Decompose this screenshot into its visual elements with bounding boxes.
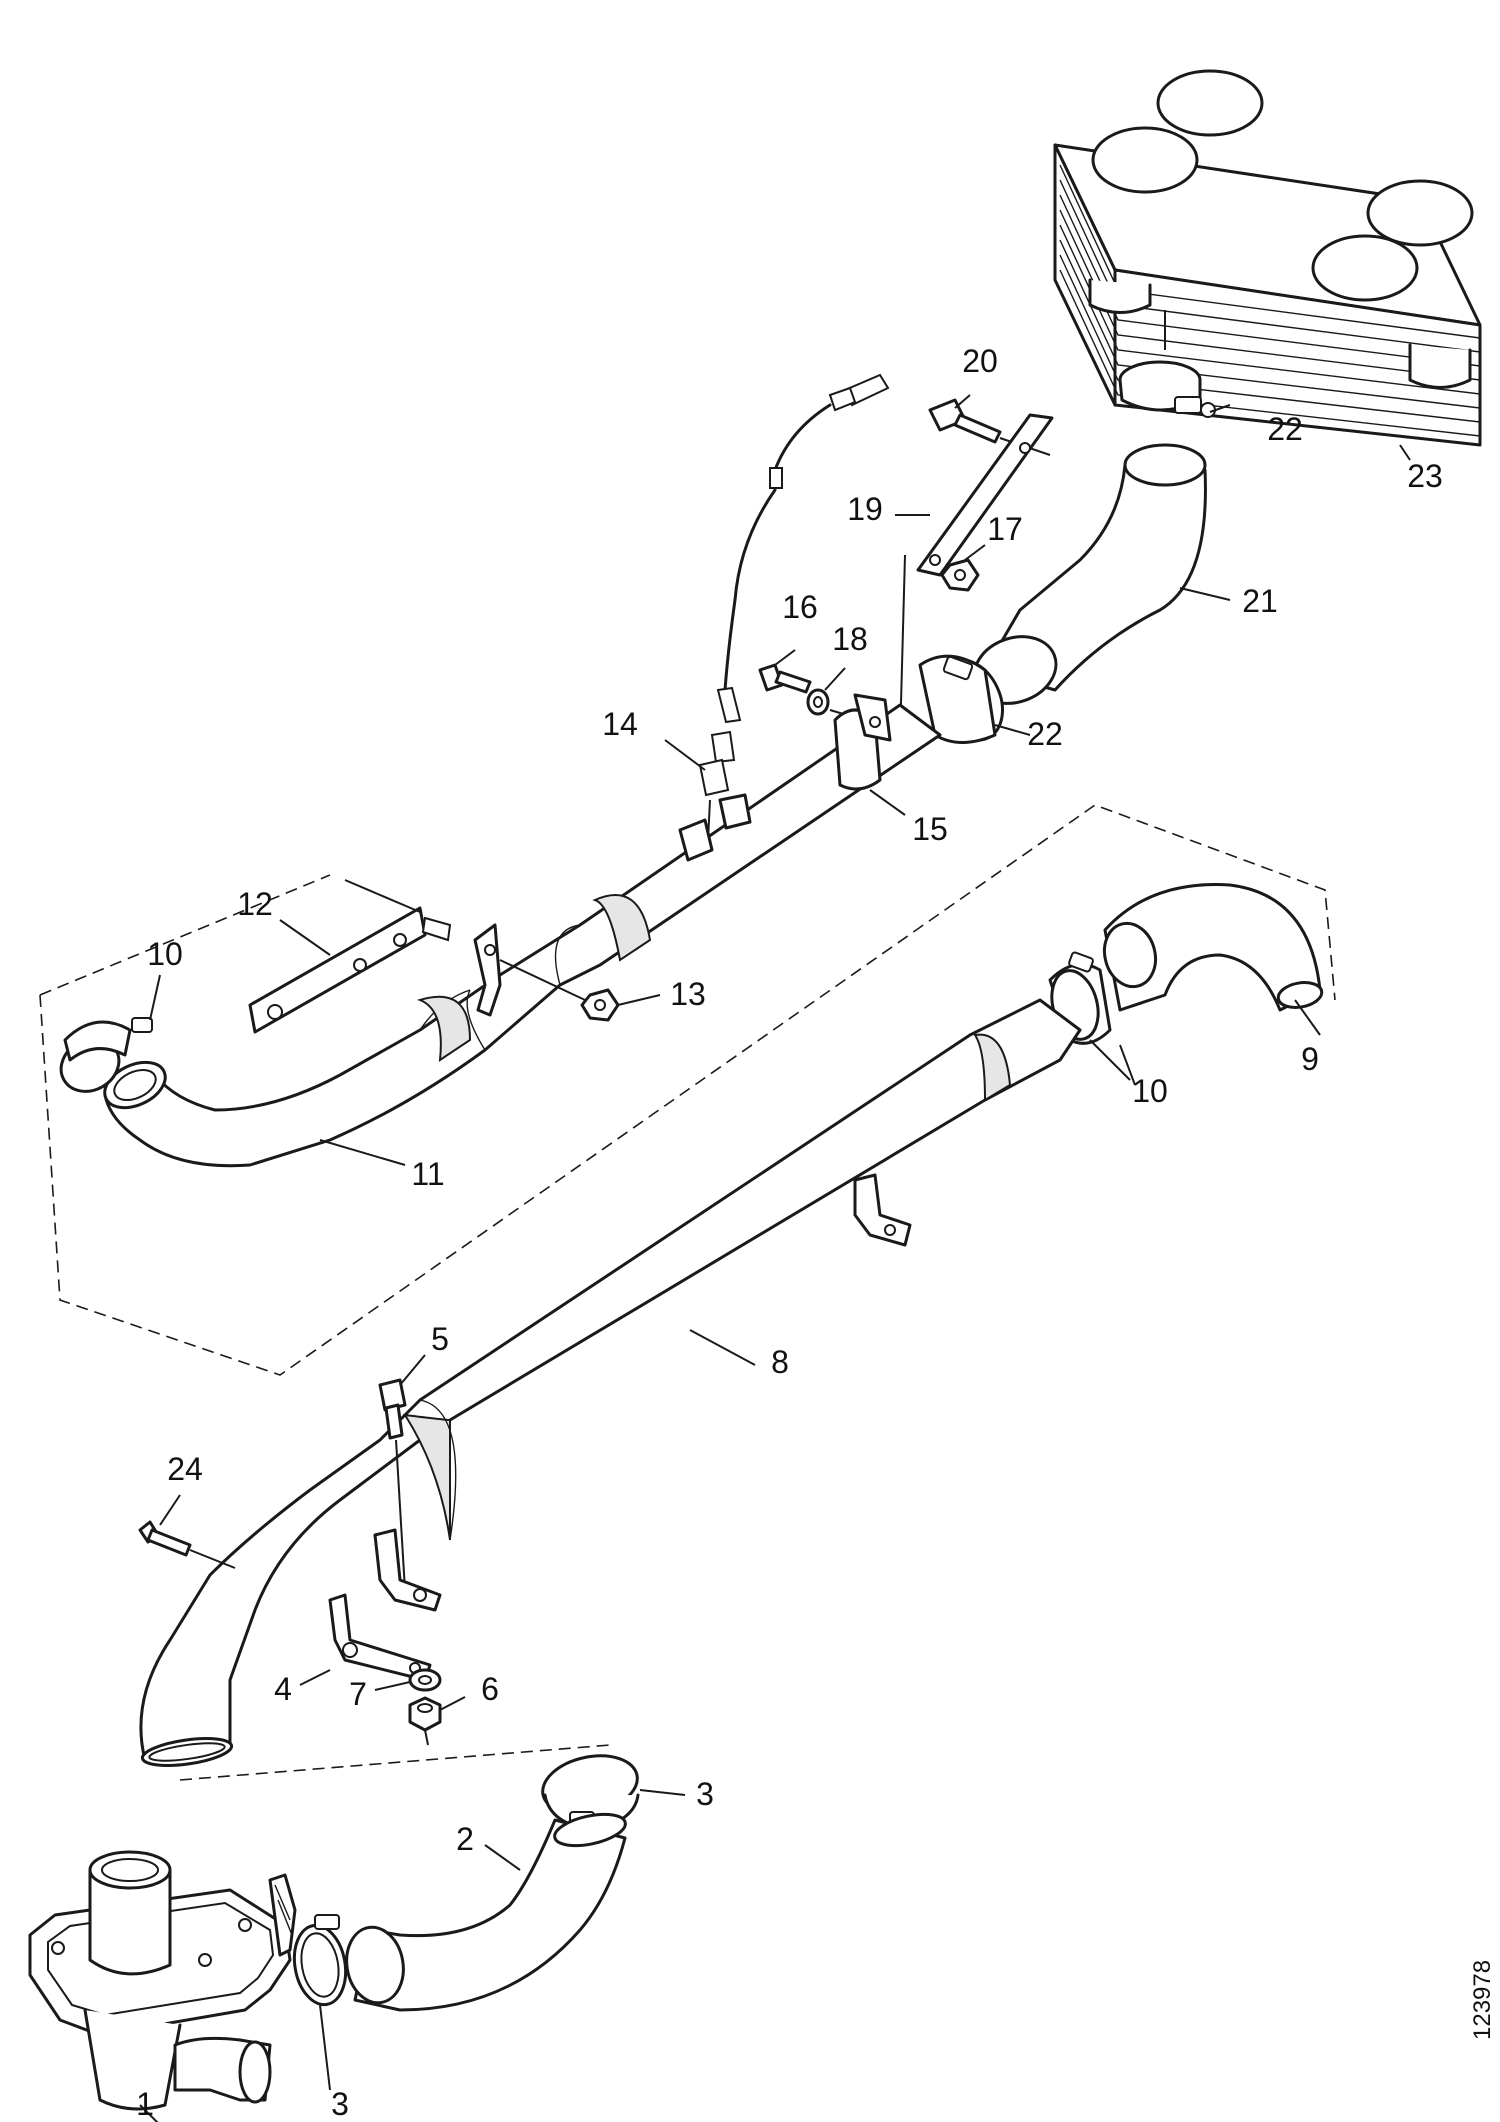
callout-20: 20 (962, 343, 998, 379)
temperature-sensor-part-14 (698, 373, 890, 841)
callout-6: 6 (481, 1671, 499, 1707)
hose-clamp-part-10-upper (59, 1017, 153, 1093)
hose-clamp-part-22-upper (1118, 360, 1216, 418)
callout-16: 16 (782, 589, 818, 625)
main-pipe-part-8 (139, 998, 1082, 1767)
cooler-part-23 (1053, 69, 1482, 447)
hose-clamp-part-10-lower (1048, 951, 1131, 1081)
nut-part-17 (940, 558, 980, 592)
sensor-boss (678, 793, 752, 862)
bolt-part-24 (138, 1520, 236, 1569)
callout-4: 4 (274, 1671, 292, 1707)
assembly-boundary-upper (39, 804, 1336, 1376)
callout-10-upper: 10 (147, 936, 183, 972)
pipe-support-bracket (473, 923, 586, 1017)
callout-21: 21 (1242, 583, 1278, 619)
callout-13: 13 (670, 976, 706, 1012)
bolt-part-16 (758, 663, 812, 694)
upper-pipe-part-11 (103, 703, 942, 1168)
washer-part-7 (408, 1668, 442, 1692)
callout-24: 24 (167, 1451, 203, 1487)
cooler-fins (1059, 164, 1481, 437)
pipe-bracket-part-15 (833, 693, 892, 791)
flat-bracket-part-12 (248, 879, 452, 1034)
callout-1: 1 (136, 2086, 154, 2122)
elbow-hose-part-9 (1102, 883, 1324, 1012)
callout-5: 5 (431, 1321, 449, 1357)
callout-22-lower: 22 (1027, 716, 1063, 752)
callout-7: 7 (349, 1676, 367, 1712)
nut-part-6 (408, 1696, 442, 1746)
callout-17: 17 (987, 511, 1023, 547)
nut-part-13 (580, 988, 620, 1022)
callout-10-lower: 10 (1132, 1073, 1168, 1109)
hose-clamp-part-3-left (292, 1914, 348, 2007)
callout-8: 8 (771, 1344, 789, 1380)
connecting-hose-part-2 (345, 1812, 627, 2012)
callout-14: 14 (602, 706, 638, 742)
callout-12: 12 (237, 886, 273, 922)
callout-3-right: 3 (696, 1776, 714, 1812)
callout-leaders (149, 394, 1411, 2091)
callout-18: 18 (832, 621, 868, 657)
bolt-part-5 (378, 1378, 407, 1591)
callout-22-upper: 22 (1267, 411, 1303, 447)
assembly-boundary-lower (179, 1744, 611, 1781)
pipe-mount-tab (853, 1173, 912, 1247)
callout-23: 23 (1407, 458, 1443, 494)
callout-2: 2 (456, 1821, 474, 1857)
callout-numbers: 1 2 3 3 4 5 6 7 8 9 10 10 11 12 13 14 15… (136, 343, 1443, 2122)
callout-9: 9 (1301, 1041, 1319, 1077)
drawing-number: 123978 (1469, 1960, 1496, 2040)
support-bracket-part-4 (328, 1528, 442, 1682)
hose-clamp-part-22-lower (918, 654, 1004, 744)
thermostat-housing-part-1 (28, 1850, 297, 2122)
callout-11: 11 (411, 1156, 444, 1192)
callout-3-left: 3 (331, 2086, 349, 2122)
callout-19: 19 (847, 491, 883, 527)
callout-15: 15 (912, 811, 948, 847)
